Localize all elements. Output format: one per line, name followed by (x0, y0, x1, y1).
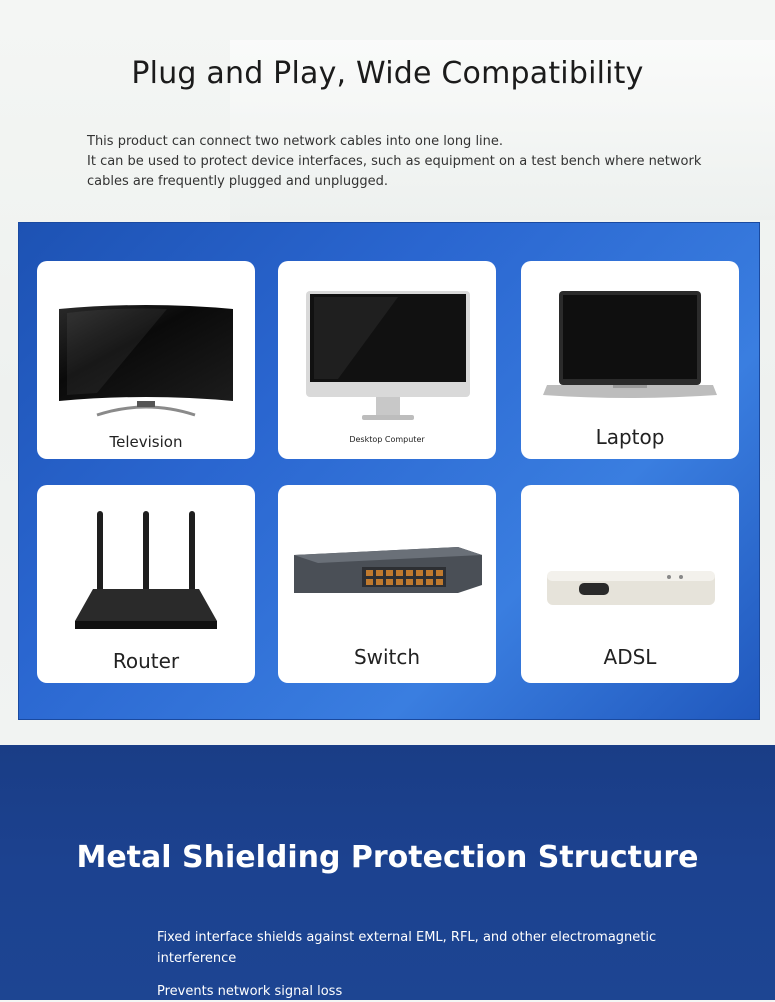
shielding-section (0, 745, 775, 1000)
device-card-television: Television (37, 261, 255, 459)
device-label-adsl: ADSL (603, 645, 657, 669)
switch-icon (294, 547, 482, 593)
device-compatibility-panel: Television Desktop Computer Laptop (18, 222, 760, 720)
section-title: Plug and Play, Wide Compatibility (131, 56, 644, 91)
laptop-icon (543, 291, 717, 398)
background-window (230, 40, 775, 220)
router-icon (75, 511, 217, 629)
device-label-laptop: Laptop (595, 425, 665, 449)
description-line-2: It can be used to protect device interfa… (87, 154, 702, 189)
device-label-switch: Switch (353, 645, 421, 669)
shielding-title: Metal Shielding Protection Structure (76, 840, 699, 875)
desktop-computer-icon (306, 291, 470, 420)
device-label-desktop-computer: Desktop Computer (349, 435, 425, 444)
device-card-desktop-computer: Desktop Computer (278, 261, 496, 459)
adsl-icon (547, 571, 715, 605)
device-card-switch: Switch (278, 485, 496, 683)
device-label-router: Router (112, 649, 180, 673)
device-card-router: Router (37, 485, 255, 683)
section-description: This product can connect two network cab… (87, 132, 707, 192)
shielding-point-1: Fixed interface shields against external… (157, 930, 657, 966)
device-card-laptop: Laptop (521, 261, 739, 459)
device-card-adsl: ADSL (521, 485, 739, 683)
television-icon (59, 305, 233, 417)
description-line-1: This product can connect two network cab… (87, 134, 504, 149)
shielding-point-2: Prevents network signal loss (157, 984, 343, 999)
device-label-television: Television (109, 433, 183, 451)
